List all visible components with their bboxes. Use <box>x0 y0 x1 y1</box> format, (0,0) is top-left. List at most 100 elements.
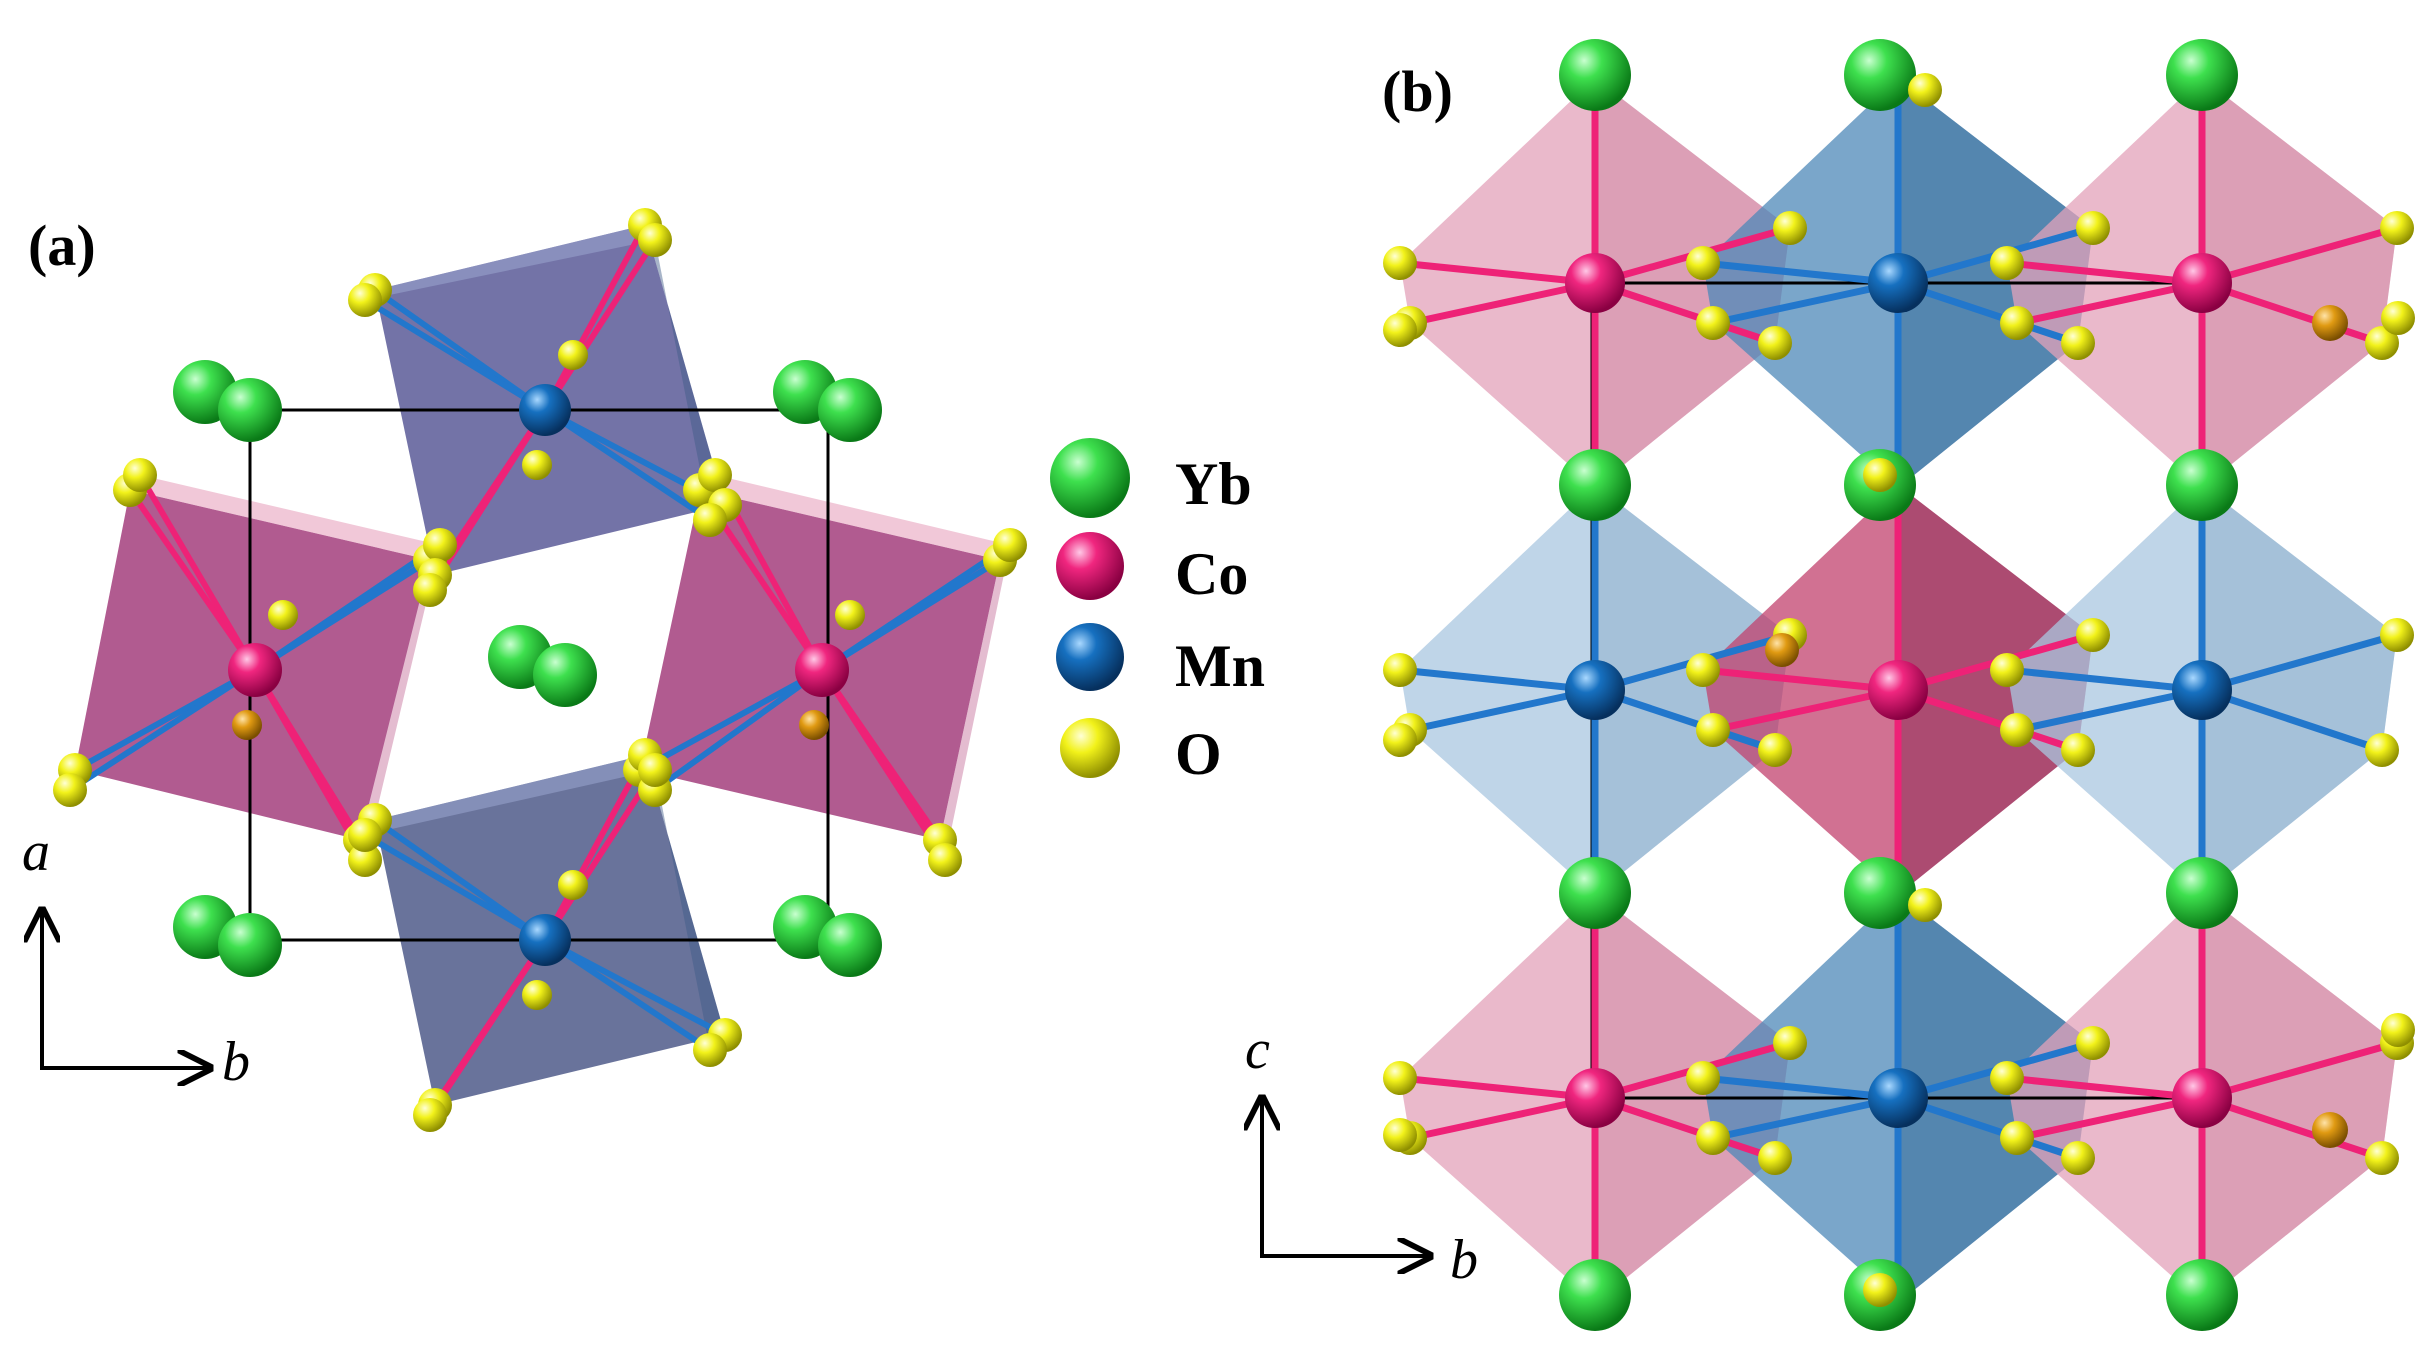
axis-label-a-horizontal: b <box>222 1031 250 1093</box>
atom-o <box>2000 306 2034 340</box>
octahedron-face <box>940 545 1010 860</box>
bond <box>1709 1094 1902 1142</box>
bond <box>2198 1094 2386 1162</box>
atom-co <box>228 643 282 697</box>
octahedron-face <box>365 755 655 835</box>
bond <box>2013 686 2206 734</box>
atom-o <box>423 528 457 562</box>
legend-marker-mn <box>1056 623 1124 691</box>
bond <box>2013 1094 2206 1142</box>
atom-o <box>1990 653 2024 687</box>
atom-o <box>53 773 87 807</box>
legend-label-mn: Mn <box>1175 633 1265 699</box>
atom-o <box>1383 313 1417 347</box>
atom-o <box>1696 306 1730 340</box>
atom-o <box>993 528 1027 562</box>
atom-o <box>1383 723 1417 757</box>
atom-o <box>1758 1141 1792 1175</box>
atom-o <box>1383 1118 1417 1152</box>
bond <box>1591 279 1779 347</box>
bond <box>2003 259 2206 287</box>
atom-o <box>698 458 732 492</box>
octahedron-face <box>700 475 1010 560</box>
atom-yb <box>2166 449 2238 521</box>
atom-o <box>558 340 588 370</box>
atom-co <box>2172 1068 2232 1128</box>
atom-o <box>522 450 552 480</box>
atom-o <box>1758 733 1792 767</box>
bond <box>2198 1039 2401 1102</box>
atom-o <box>1696 1121 1730 1155</box>
atom-o <box>1990 1061 2024 1095</box>
panel-label-b: (b) <box>1382 59 1453 124</box>
axis-label-b-vertical: c <box>1245 1019 1270 1081</box>
atom-yb <box>2166 39 2238 111</box>
atom-co <box>2172 253 2232 313</box>
atom-o <box>232 710 262 740</box>
atom-co <box>1565 253 1625 313</box>
atom-o <box>835 600 865 630</box>
atom-yb <box>818 913 882 977</box>
atom-mn <box>1868 253 1928 313</box>
bond <box>1699 259 1902 287</box>
atom-o <box>123 458 157 492</box>
atom-o <box>1383 246 1417 280</box>
atom-o <box>413 1098 447 1132</box>
atoms-layer <box>53 39 2415 1331</box>
atom-yb <box>818 378 882 442</box>
atom-yb <box>218 913 282 977</box>
bond <box>819 667 948 863</box>
bond <box>1396 666 1599 694</box>
bond <box>1406 1094 1599 1142</box>
legend-label-co: Co <box>1175 541 1249 607</box>
atom-o <box>1773 211 1807 245</box>
octahedron-face <box>130 475 440 560</box>
atom-o <box>2000 1121 2034 1155</box>
atom-o <box>693 1033 727 1067</box>
legend-label-yb: Yb <box>1175 451 1252 517</box>
atom-o <box>1383 653 1417 687</box>
legend-label-o: O <box>1175 721 1222 787</box>
atom-o <box>1765 633 1799 667</box>
atom-o <box>2380 211 2414 245</box>
octahedron-face <box>1595 485 1790 895</box>
atom-co <box>795 643 849 697</box>
atom-o <box>2061 326 2095 360</box>
bond <box>137 472 258 673</box>
bond <box>542 937 728 1038</box>
axis-label-a-vertical: a <box>22 821 50 883</box>
bond <box>362 297 548 413</box>
atom-o <box>1686 653 1720 687</box>
bond <box>427 407 548 593</box>
atom-o <box>2061 733 2095 767</box>
bond <box>1699 1074 1902 1102</box>
bond <box>427 937 548 1118</box>
atom-mn <box>519 384 571 436</box>
bond <box>2198 631 2401 694</box>
atom-o <box>1863 458 1897 492</box>
atom-o <box>2076 211 2110 245</box>
bond <box>1699 666 1902 694</box>
bond <box>2198 279 2386 347</box>
axis-label-b-horizontal: b <box>1450 1229 1478 1291</box>
bond <box>2003 1074 2206 1102</box>
atom-yb <box>1559 857 1631 929</box>
atom-o <box>799 710 829 740</box>
octahedron-face <box>360 545 440 860</box>
bond <box>1406 279 1599 327</box>
atom-o <box>1990 246 2024 280</box>
bond <box>1709 279 1902 327</box>
atom-o <box>2076 1026 2110 1060</box>
atom-mn <box>519 914 571 966</box>
atom-yb <box>1844 857 1916 929</box>
atom-o <box>2312 1112 2348 1148</box>
atom-o <box>348 818 382 852</box>
bond <box>1894 1094 2082 1162</box>
atom-yb <box>218 378 282 442</box>
octahedron-face <box>645 225 725 520</box>
atom-o <box>2312 305 2348 341</box>
atom-mn <box>1868 1068 1928 1128</box>
bond <box>1396 1074 1599 1102</box>
